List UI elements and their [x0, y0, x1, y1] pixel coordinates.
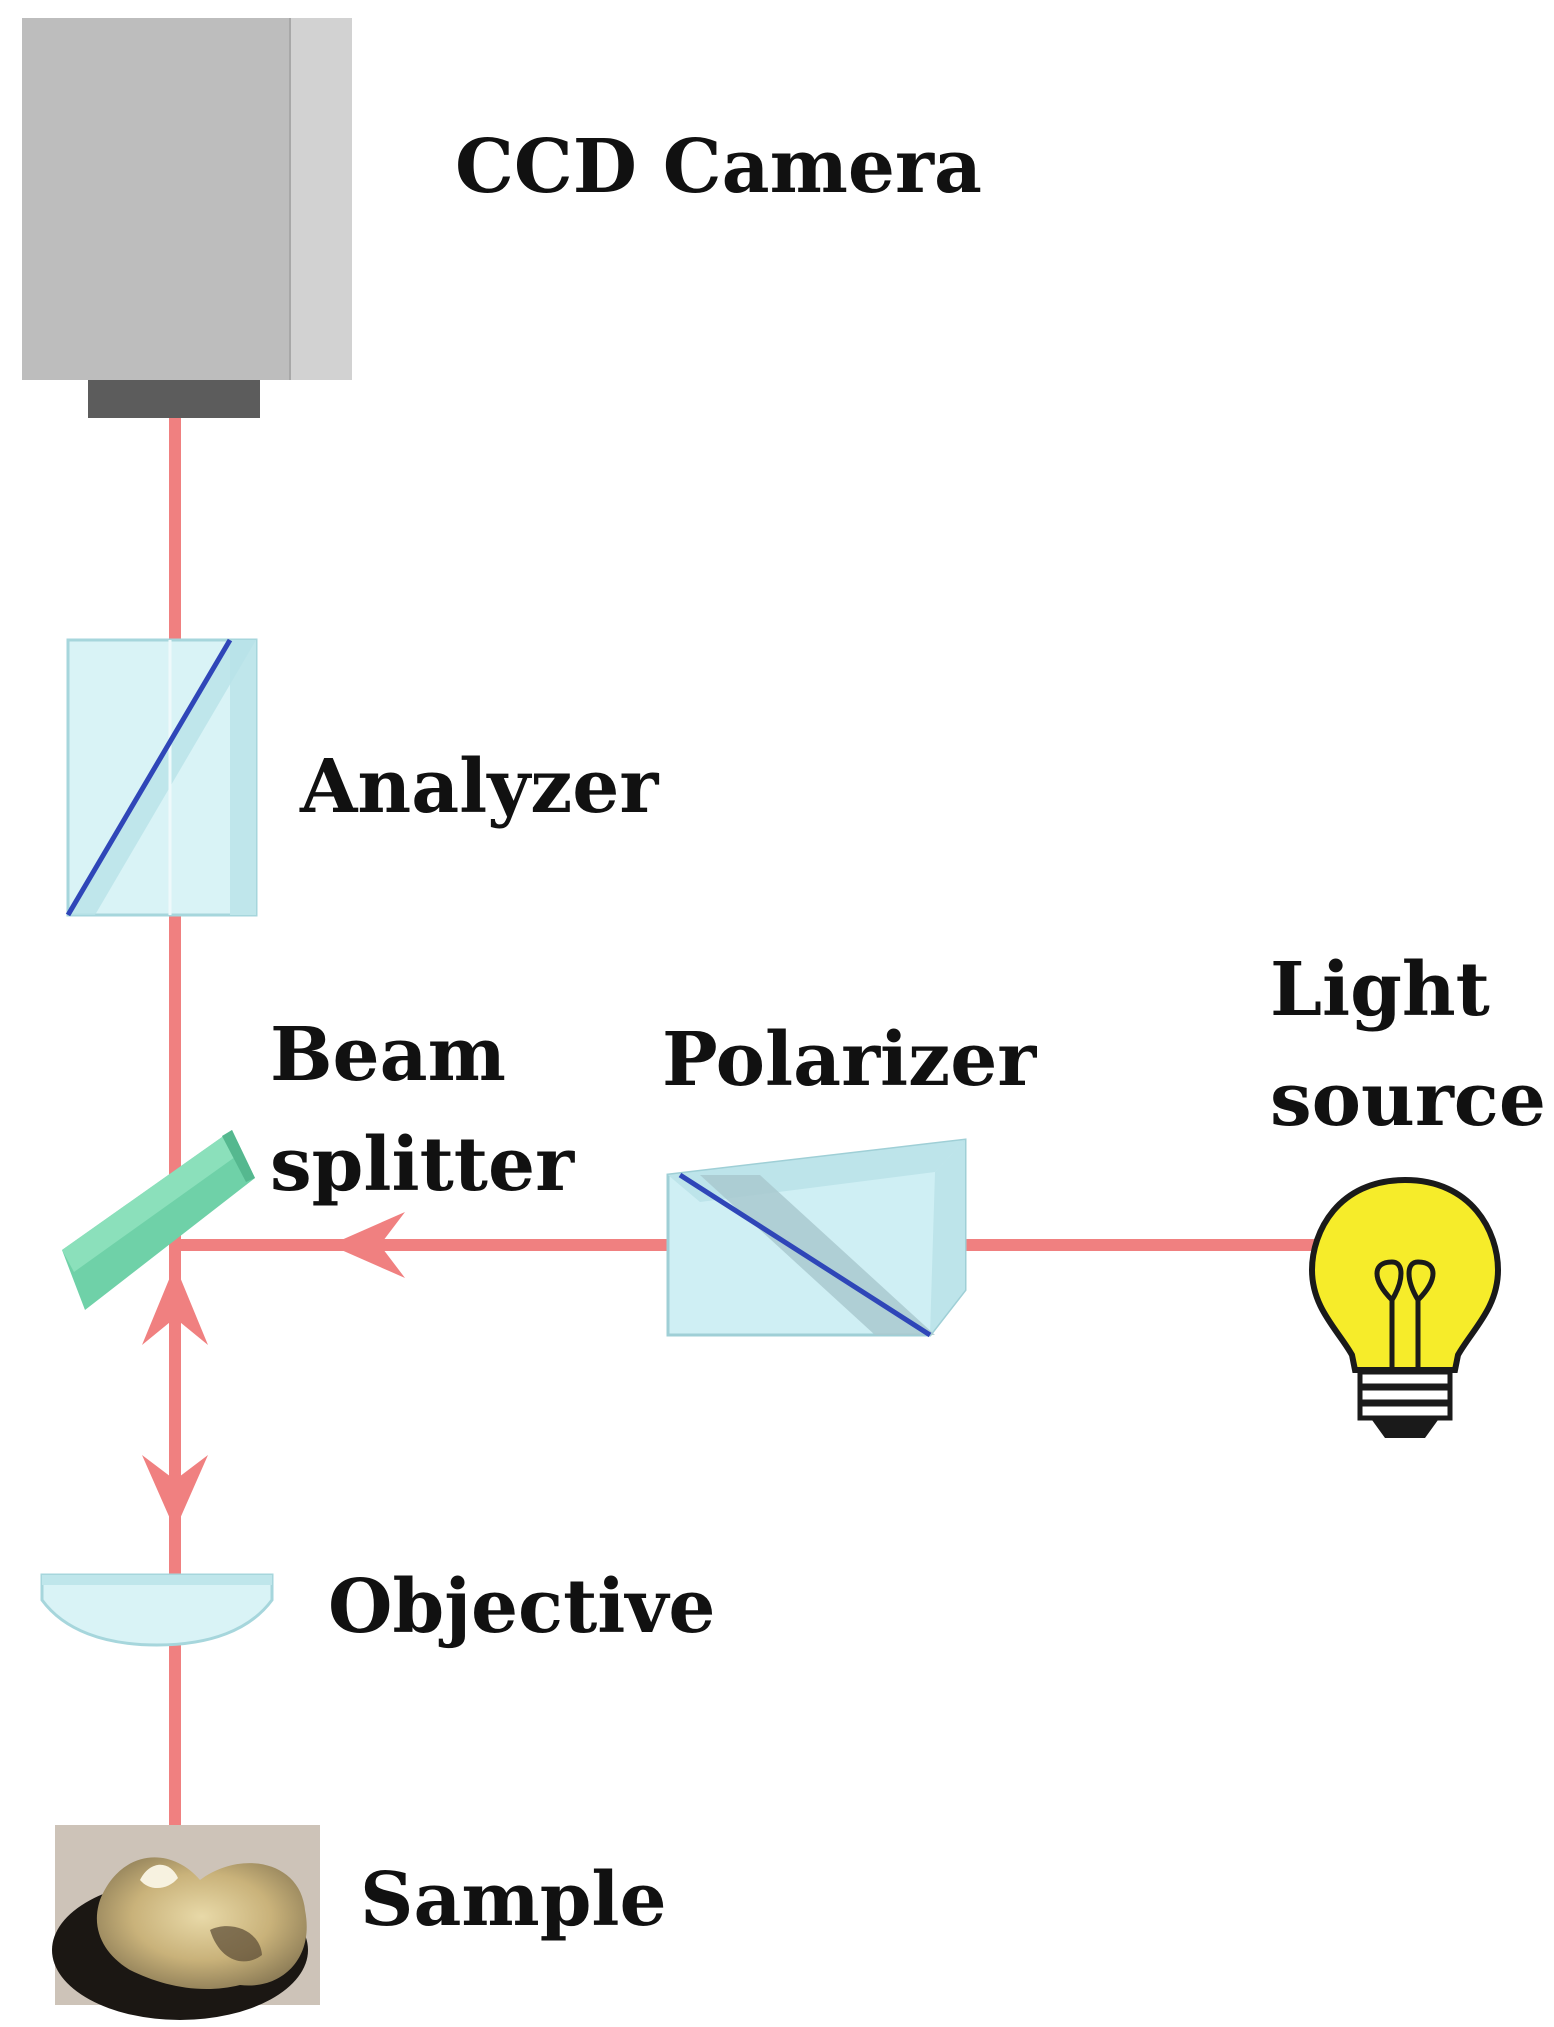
light-source-label-line2: source — [1270, 1057, 1546, 1143]
analyzer-label: Analyzer — [299, 744, 659, 830]
sample-photo-icon — [52, 1825, 320, 2020]
light-source-label-line1: Light — [1270, 947, 1490, 1033]
beam-splitter-icon — [62, 1130, 255, 1310]
objective-label: Objective — [328, 1564, 716, 1650]
arrow-down-icon — [142, 1455, 208, 1530]
component-labels: CCD Camera Analyzer Beam splitter Polari… — [270, 124, 1546, 1943]
polarizer-prism-icon — [666, 1138, 967, 1338]
polarizer-label: Polarizer — [662, 1017, 1037, 1103]
beam-splitter-label-line1: Beam — [270, 1012, 506, 1098]
sample-label: Sample — [360, 1857, 667, 1943]
arrow-up-icon — [142, 1265, 208, 1345]
beam-splitter-label-line2: splitter — [270, 1122, 575, 1208]
objective-lens-icon — [40, 1573, 274, 1647]
light-bulb-icon — [1308, 1176, 1502, 1438]
analyzer-prism-icon — [65, 638, 258, 917]
camera-label: CCD Camera — [455, 124, 982, 210]
arrow-left-icon — [330, 1212, 405, 1278]
ccd-camera-icon — [22, 18, 352, 418]
